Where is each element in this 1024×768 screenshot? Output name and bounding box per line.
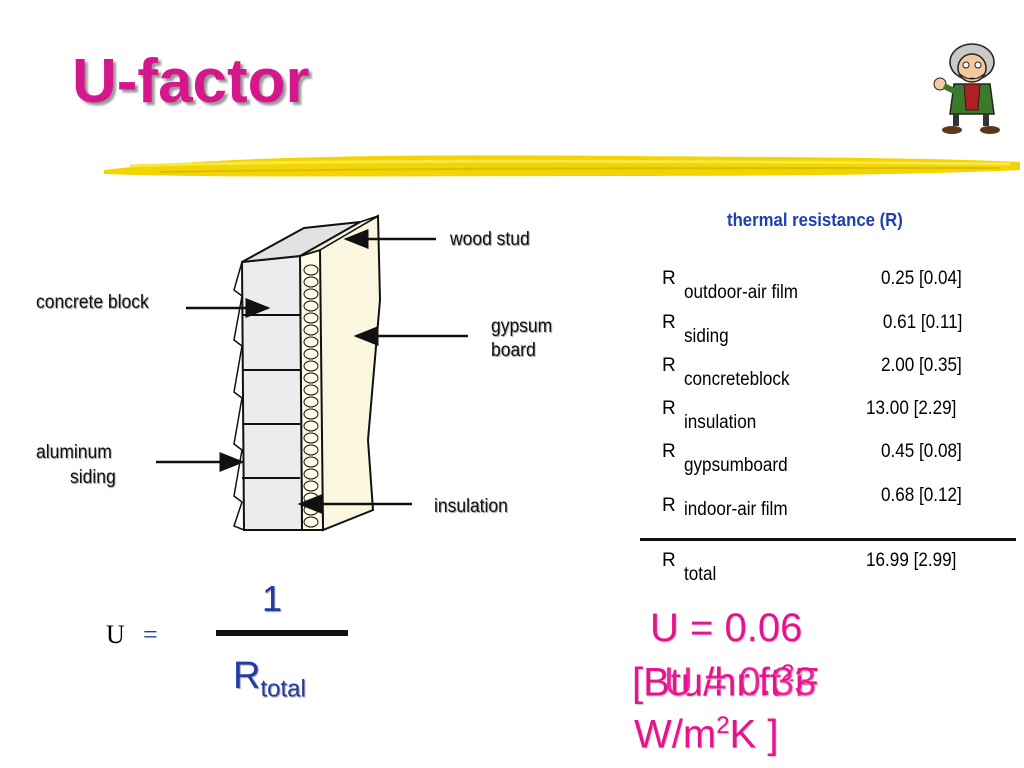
row-label: outdoor-air film <box>684 282 799 303</box>
row-value: 0.25 [0.04] <box>881 268 962 289</box>
r-symbol: R <box>662 441 676 462</box>
slide-title: U-factor <box>72 47 310 116</box>
row-value: 0.68 [0.12] <box>881 485 962 506</box>
wall-section-diagram <box>233 214 382 532</box>
label-gypsum-line2: board <box>491 340 536 361</box>
r-symbol: R <box>662 550 676 571</box>
table-row: R concreteblock 2.00 [0.35] <box>662 355 972 395</box>
result-line1: U = 0.06 <box>650 606 803 650</box>
row-value: 2.00 [0.35] <box>881 355 962 376</box>
formula-numerator: 1 <box>262 578 283 619</box>
label-concrete-block: concrete block <box>36 292 149 313</box>
row-value: 0.61 [0.11] <box>882 312 962 333</box>
yellow-brush-stroke <box>104 155 1020 177</box>
table-heading: thermal resistance (R) <box>727 210 903 230</box>
result-line4: W/m2K ] <box>634 712 779 757</box>
label-aluminum-line2: siding <box>70 467 116 488</box>
row-value: 0.45 [0.08] <box>881 441 962 462</box>
formula-equals: = <box>143 620 158 649</box>
row-label: siding <box>684 326 729 347</box>
formula-denominator-sub: total <box>260 675 306 703</box>
row-label: concreteblock <box>684 369 790 390</box>
table-total-row: R total 16.99 [2.99] <box>662 550 972 590</box>
r-symbol: R <box>662 312 676 333</box>
result-line2: [Btu/hr.ft2F <box>632 660 819 705</box>
label-wood-stud: wood stud <box>450 229 530 250</box>
row-label: total <box>684 564 717 585</box>
row-value: 13.00 [2.29] <box>865 398 956 419</box>
r-symbol: R <box>662 268 676 289</box>
row-label: gypsumboard <box>684 455 788 476</box>
table-row: R indoor-air film 0.68 [0.12] <box>662 485 972 525</box>
formula-denominator: Rtotal <box>233 655 306 703</box>
result-line3: U = 0.33 <box>664 660 817 704</box>
row-value: 16.99 [2.99] <box>865 550 956 571</box>
formula-fraction-bar <box>216 630 348 636</box>
table-row: R gypsumboard 0.45 [0.08] <box>662 441 972 481</box>
r-symbol: R <box>662 355 676 376</box>
label-aluminum-line1: aluminum <box>36 442 112 463</box>
formula-u: U <box>106 620 125 649</box>
r-symbol: R <box>662 398 676 419</box>
table-row: R outdoor-air film 0.25 [0.04] <box>662 268 972 308</box>
r-symbol: R <box>662 495 676 516</box>
table-total-rule <box>640 538 1016 541</box>
label-insulation: insulation <box>434 496 508 517</box>
row-label: insulation <box>684 412 757 433</box>
label-gypsum-line1: gypsum <box>491 316 553 337</box>
old-man-cartoon-icon <box>933 43 1000 134</box>
table-row: R insulation 13.00 [2.29] <box>662 398 972 438</box>
table-row: R siding 0.61 [0.11] <box>662 312 972 352</box>
row-label: indoor-air film <box>684 499 788 520</box>
